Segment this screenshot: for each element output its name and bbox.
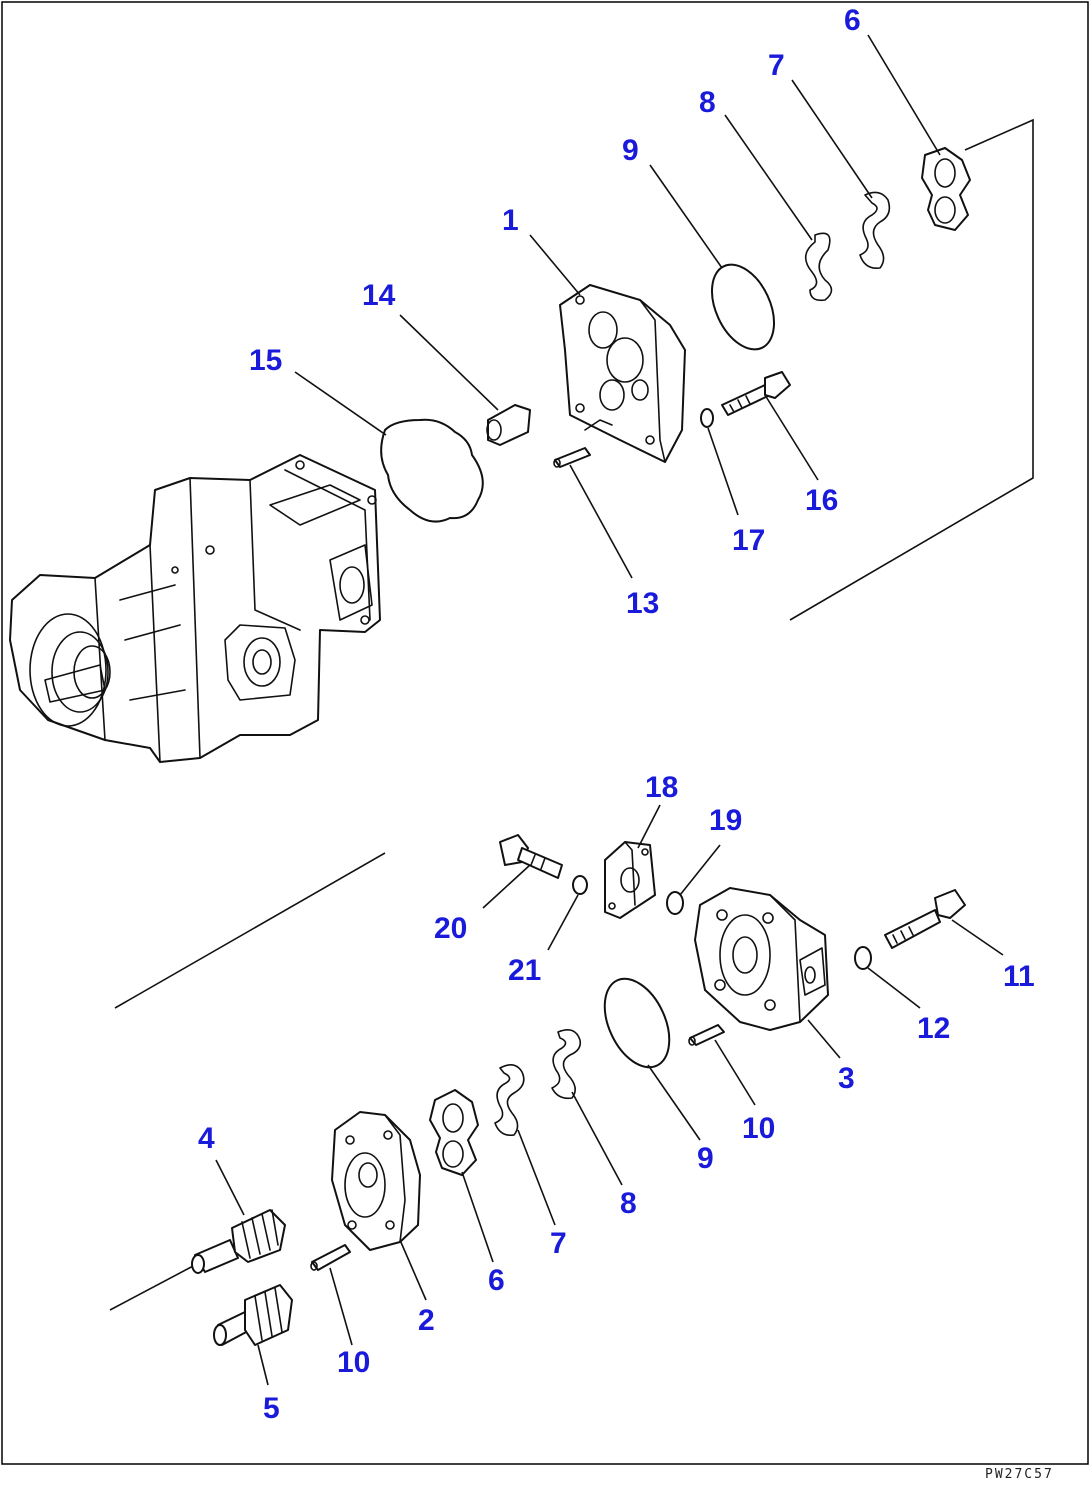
callout-13: 13: [626, 587, 659, 620]
pump-cover-part-1: [559, 284, 686, 463]
bushing-part-14: [486, 404, 531, 446]
pin-part-10-left: [310, 1244, 351, 1271]
o-ring-part-9-bottom: [603, 977, 671, 1069]
pin-part-10-right: [688, 1024, 725, 1046]
callout-18: 18: [645, 771, 678, 804]
o-ring-part-9-top: [711, 263, 775, 351]
callout-3: 3: [838, 1062, 855, 1095]
callout-8-bottom: 8: [620, 1187, 637, 1220]
callout-9-bottom: 9: [697, 1142, 714, 1175]
callout-4: 4: [198, 1122, 215, 1155]
callout-16: 16: [805, 484, 838, 517]
callout-15: 15: [249, 344, 282, 377]
pump-assembly-drawing: [9, 454, 381, 763]
gasket-part-15: [380, 418, 484, 523]
pin-part-13: [553, 447, 591, 468]
backup-ring-part-8-top: [804, 232, 833, 302]
callout-10-left: 10: [337, 1346, 370, 1379]
part-callouts: 6 7 8 9 1 14 15 16 17 13 18 19 20 21 11 …: [198, 4, 1035, 1425]
seal-part-7-bottom: [494, 1064, 525, 1137]
flange-part-18: [604, 841, 656, 919]
bolt-part-11: [884, 889, 966, 949]
wear-plate-part-6-top: [921, 147, 971, 231]
callout-7-bottom: 7: [550, 1227, 567, 1260]
pump-body-part-3: [694, 887, 829, 1031]
callout-9-top: 9: [622, 134, 639, 167]
washer-part-12: [854, 946, 872, 970]
washer-part-21: [572, 875, 588, 895]
callout-12: 12: [917, 1012, 950, 1045]
bolt-part-16: [721, 371, 791, 416]
callout-2: 2: [418, 1304, 435, 1337]
callout-7-top: 7: [768, 49, 785, 82]
housing-part-2: [331, 1111, 421, 1251]
drive-gear-part-4: [191, 1209, 286, 1274]
callout-19: 19: [709, 804, 742, 837]
callout-17: 17: [732, 524, 765, 557]
callout-10-right: 10: [742, 1112, 775, 1145]
bolt-part-20: [499, 834, 563, 879]
wear-plate-part-6-bottom: [429, 1089, 479, 1176]
callout-5: 5: [263, 1392, 280, 1425]
drawing-code: PW27C57: [985, 1467, 1054, 1482]
callout-1: 1: [502, 204, 519, 237]
washer-part-17: [700, 408, 714, 428]
callout-11: 11: [1003, 960, 1035, 993]
backup-ring-part-8-bottom: [551, 1029, 582, 1100]
callout-20: 20: [434, 912, 467, 945]
callout-6-bottom: 6: [488, 1264, 505, 1297]
callout-14: 14: [362, 279, 396, 312]
assembly-axis-lines: [109, 118, 1034, 1311]
o-ring-part-19: [666, 891, 684, 915]
callout-8-top: 8: [699, 86, 716, 119]
seal-part-7-top: [859, 191, 891, 270]
callout-21: 21: [508, 954, 541, 987]
driven-gear-part-5: [213, 1284, 293, 1346]
leader-lines: [215, 34, 1004, 1386]
callout-6-top: 6: [844, 4, 861, 37]
